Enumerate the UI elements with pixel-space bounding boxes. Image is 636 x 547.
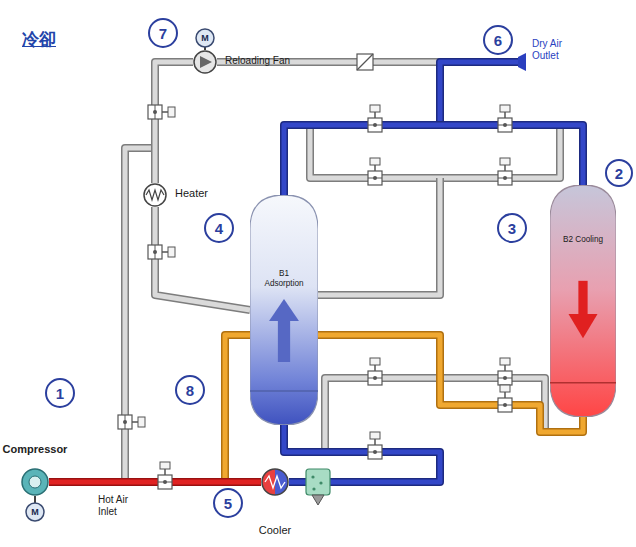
node-label: Cooler bbox=[259, 524, 291, 536]
grey-pipe bbox=[310, 125, 560, 178]
callout-number: 4 bbox=[215, 221, 223, 236]
grey-pipe bbox=[318, 178, 440, 295]
valve-symbols bbox=[118, 105, 512, 489]
blue-pipe bbox=[440, 62, 518, 125]
grey-pipe bbox=[318, 178, 440, 295]
motor-label: M bbox=[201, 34, 209, 43]
callout-number: 2 bbox=[615, 166, 623, 181]
node-label: Reloading Fan bbox=[225, 55, 290, 66]
outlet-label: Dry Air Outlet bbox=[532, 38, 576, 62]
callout-number: 5 bbox=[224, 496, 232, 511]
heater: Heater bbox=[143, 183, 167, 207]
outlet-symbol bbox=[518, 53, 526, 71]
motor-label: M bbox=[31, 508, 39, 517]
callout-number: 3 bbox=[508, 221, 516, 236]
cooling-vessel: B2 Cooling bbox=[550, 185, 616, 417]
adsorption-vessel: B1 Adsorption bbox=[250, 195, 318, 425]
blue-pipe bbox=[440, 62, 518, 125]
callout-number: 1 bbox=[56, 386, 64, 401]
pipe-connector bbox=[155, 62, 193, 183]
pipe-connector bbox=[284, 125, 583, 195]
callout-number: 7 bbox=[159, 26, 167, 41]
grey-pipe bbox=[310, 125, 560, 178]
callout-number: 8 bbox=[186, 383, 194, 398]
filter-symbol bbox=[357, 54, 373, 70]
title: 冷卻 bbox=[22, 28, 56, 51]
node-label: Compressor bbox=[3, 443, 68, 455]
reloading-fan: Reloading Fan bbox=[193, 50, 217, 74]
node-label: Heater bbox=[175, 187, 208, 199]
motor-symbol bbox=[26, 503, 44, 521]
pipe-connector bbox=[155, 207, 250, 310]
compressor: Compressor bbox=[21, 468, 49, 496]
node-label: B1 Adsorption bbox=[250, 269, 318, 290]
inlet-label: Hot Air Inlet bbox=[98, 494, 142, 518]
separator-symbol bbox=[306, 469, 330, 505]
pipe-connector bbox=[49, 482, 261, 483]
callout-circles bbox=[46, 19, 632, 517]
grey-pipe bbox=[325, 378, 545, 452]
shaft bbox=[34, 496, 36, 503]
cooler: Cooler bbox=[261, 468, 289, 496]
motor-symbol bbox=[196, 29, 214, 47]
callout-number: 6 bbox=[494, 33, 502, 48]
grey-pipe bbox=[325, 378, 545, 452]
node-label: B2 Cooling bbox=[550, 235, 616, 245]
